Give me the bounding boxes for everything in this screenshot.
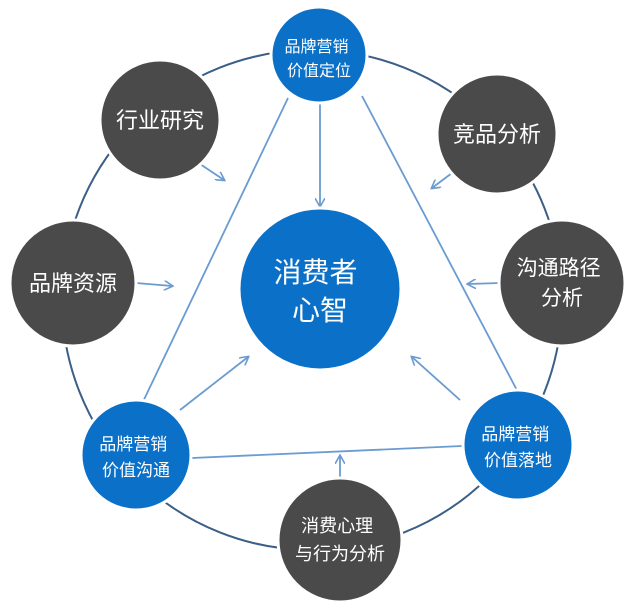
center-line-2: 心智 [292, 294, 348, 327]
svg-text:竞品分析: 竞品分析 [453, 123, 541, 148]
center-node: 消费者 心智 [237, 206, 403, 372]
svg-text:消费心理 与行为分析: 消费心理 与行为分析 [295, 516, 385, 565]
grey-node-competitor: 竞品分析 [435, 72, 559, 196]
grey-node-channel-line-2: 分析 [541, 286, 583, 310]
grey-node-brand-resource-line-1: 品牌资源 [29, 272, 117, 297]
svg-text:沟通路径 分析: 沟通路径 分析 [517, 256, 608, 310]
arrow-from-right-node [412, 357, 461, 401]
arrow-from-channel [468, 283, 501, 284]
svg-text:品牌资源: 品牌资源 [29, 272, 117, 297]
blue-node-top-line-2: 价值定位 [287, 61, 351, 80]
blue-node-left-line-1: 品牌营销 [99, 435, 167, 455]
triangle-links [139, 95, 521, 459]
grey-node-brand-resource: 品牌资源 [8, 218, 138, 348]
svg-text:品牌营销 价值落地: 品牌营销 价值落地 [481, 425, 554, 471]
grey-node-consumer-line-2: 与行为分析 [295, 544, 385, 565]
svg-text:行业研究: 行业研究 [116, 109, 204, 134]
blue-node-top-line-1: 品牌营销 [284, 37, 348, 56]
arrow-from-left-node [179, 357, 248, 411]
arrow-from-brand-resource [135, 283, 172, 286]
center-line-1: 消费者 [274, 256, 358, 289]
link-left-right [191, 445, 463, 459]
blue-node-right: 品牌营销 价值落地 [461, 388, 575, 502]
svg-text:品牌营销 价值沟通: 品牌营销 价值沟通 [99, 435, 172, 481]
blue-node-right-line-2: 价值落地 [484, 451, 552, 471]
grey-node-industry: 行业研究 [98, 58, 222, 182]
blue-node-top: 品牌营销 价值定位 [269, 5, 369, 105]
svg-text:品牌营销 价值定位: 品牌营销 价值定位 [284, 37, 353, 80]
blue-node-left: 品牌营销 价值沟通 [79, 398, 193, 512]
grey-node-channel-line-1: 沟通路径 [517, 256, 601, 280]
grey-node-consumer-line-1: 消费心理 [301, 516, 373, 537]
grey-node-channel: 沟通路径 分析 [497, 218, 627, 348]
blue-node-left-line-2: 价值沟通 [102, 461, 170, 481]
grey-node-competitor-line-1: 竞品分析 [453, 123, 541, 148]
blue-node-right-line-1: 品牌营销 [481, 425, 549, 445]
link-top-right [361, 95, 521, 397]
svg-text:消费者 心智: 消费者 心智 [274, 256, 367, 327]
grey-node-consumer: 消费心理 与行为分析 [276, 476, 404, 604]
grey-node-industry-line-1: 行业研究 [116, 109, 204, 134]
link-top-left [139, 97, 289, 409]
